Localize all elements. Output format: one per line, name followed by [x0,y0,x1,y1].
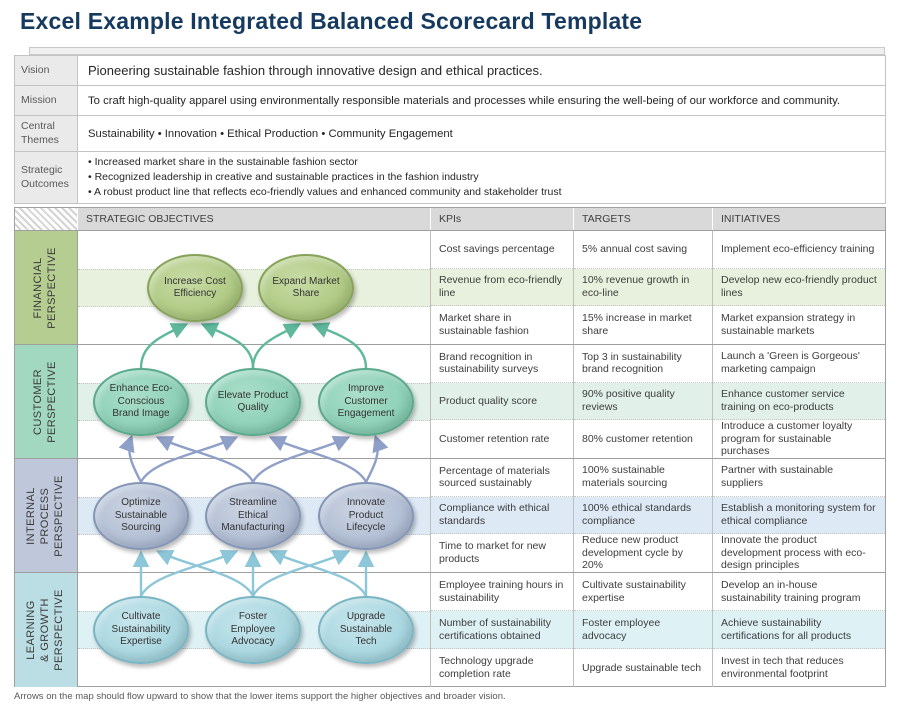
kpi-cell: Market share in sustainable fashion [439,312,529,338]
target-column-customer: Top 3 in sustainability brand recognitio… [574,345,713,458]
outcome-bullet: • Increased market share in the sustaina… [88,156,358,169]
sidebar-financial: FINANCIAL PERSPECTIVE [15,231,78,344]
target-column-learning-growth: Cultivate sustainability expertise Foste… [574,573,713,687]
initiative-cell: Develop an in-house sustainability train… [713,573,885,611]
sidebar-internal-process: INTERNAL PROCESS PERSPECTIVE [15,459,78,572]
initiative-cell: Invest in tech that reduces environmenta… [721,655,844,680]
sidebar-customer-label: CUSTOMER PERSPECTIVE [32,360,58,443]
kpi-cell: Technology upgrade completion rate [439,655,534,680]
initiative-column-learning-growth: Develop an in-house sustainability train… [713,573,885,687]
vision-row: Vision Pioneering sustainable fashion th… [15,56,885,86]
outcome-bullet: • Recognized leadership in creative and … [88,171,479,184]
scorecard-table: STRATEGIC OBJECTIVES KPIs TARGETS INITIA… [14,207,886,687]
map-cell-internal-process [78,459,431,572]
band-customer [78,383,430,421]
sidebar-learning-growth-label: LEARNING & GROWTH PERSPECTIVE [25,589,65,671]
kpi-column-customer: Brand recognition in sustainability surv… [431,345,574,458]
header-kpis: KPIs [431,208,574,230]
central-themes-row: Central Themes Sustainability • Innovati… [15,116,885,152]
target-cell: Foster employee advocacy [574,611,712,649]
band-learning-growth [78,611,430,649]
kpi-cell: Time to market for new products [439,540,546,566]
initiative-cell: Partner with sustainable suppliers [713,459,885,497]
map-cell-financial [78,231,431,344]
header-targets: TARGETS [574,208,713,230]
initiative-cell: Establish a monitoring system for ethica… [713,496,885,534]
kpi-column-internal-process: Percentage of materials sourced sustaina… [431,459,574,572]
kpi-cell: Brand recognition in sustainability surv… [431,345,573,383]
header-initiatives: INITIATIVES [721,213,781,225]
sidebar-learning-growth: LEARNING & GROWTH PERSPECTIVE [15,573,78,687]
target-cell: Cultivate sustainability expertise [574,573,712,611]
sidebar-customer: CUSTOMER PERSPECTIVE [15,345,78,458]
top-divider-strip [29,47,885,55]
footnote: Arrows on the map should flow upward to … [14,691,506,702]
kpi-cell: Product quality score [431,382,573,421]
section-learning-growth: LEARNING & GROWTH PERSPECTIVE Employee t… [15,573,885,687]
kpi-cell: Cost savings percentage [431,231,573,269]
initiative-cell: Develop new eco-friendly product lines [713,268,885,307]
map-cell-customer [78,345,431,458]
initiative-cell: Implement eco-efficiency training [713,231,885,269]
mission-row: Mission To craft high-quality apparel us… [15,86,885,116]
target-cell: 80% customer retention [582,432,693,445]
kpi-cell: Customer retention rate [439,432,550,445]
target-cell: 15% increase in market share [582,312,692,338]
kpi-column-learning-growth: Employee training hours in sustainabilit… [431,573,574,687]
target-cell: Reduce new product development cycle by … [582,533,683,572]
vision-label: Vision [15,56,78,85]
band-internal-process [78,497,430,535]
section-customer: CUSTOMER PERSPECTIVE Brand recognition i… [15,345,885,459]
mission-text: To craft high-quality apparel using envi… [88,94,841,107]
central-themes-label: Central Themes [15,116,78,151]
target-cell: 90% positive quality reviews [574,382,712,421]
strategic-outcomes-label: Strategic Outcomes [15,152,78,203]
initiative-column-internal-process: Partner with sustainable suppliers Estab… [713,459,885,572]
target-column-internal-process: 100% sustainable materials sourcing 100%… [574,459,713,572]
target-cell: 10% revenue growth in eco-line [574,268,712,307]
target-cell: Upgrade sustainable tech [582,661,702,674]
initiative-cell: Enhance customer service training on eco… [713,382,885,420]
initiative-cell: Launch a 'Green is Gorgeous' marketing c… [713,345,885,383]
kpi-cell: Employee training hours in sustainabilit… [431,573,573,611]
initiative-cell: Introduce a customer loyalty program for… [721,419,853,458]
kpi-cell: Compliance with ethical standards [431,496,573,535]
sidebar-internal-process-label: INTERNAL PROCESS PERSPECTIVE [25,474,65,557]
overview-table: Vision Pioneering sustainable fashion th… [14,55,886,204]
section-financial: FINANCIAL PERSPECTIVE Cost savings perce… [15,231,885,345]
header-strategic-objectives: STRATEGIC OBJECTIVES [78,208,431,230]
kpi-cell: Percentage of materials sourced sustaina… [431,459,573,497]
mission-label: Mission [15,86,78,115]
map-cell-learning-growth [78,573,431,687]
initiative-cell: Achieve sustainability certifications fo… [713,611,885,649]
target-cell: Top 3 in sustainability brand recognitio… [574,345,712,383]
scorecard-header-row: STRATEGIC OBJECTIVES KPIs TARGETS INITIA… [15,208,885,231]
page-title: Excel Example Integrated Balanced Scorec… [20,8,643,34]
corner-hatch-cell [15,208,78,230]
initiative-cell: Innovate the product development process… [721,533,866,572]
central-themes-text: Sustainability • Innovation • Ethical Pr… [88,127,453,140]
sidebar-financial-label: FINANCIAL PERSPECTIVE [32,246,58,329]
initiative-column-customer: Launch a 'Green is Gorgeous' marketing c… [713,345,885,458]
target-cell: 100% sustainable materials sourcing [574,459,712,497]
outcome-bullet: • A robust product line that reflects ec… [88,185,562,198]
target-cell: 100% ethical standards compliance [574,496,712,534]
initiative-column-financial: Implement eco-efficiency training Develo… [713,231,885,344]
target-column-financial: 5% annual cost saving 10% revenue growth… [574,231,713,344]
initiative-cell: Market expansion strategy in sustainable… [721,312,856,338]
kpi-cell: Revenue from eco-friendly line [431,268,573,307]
kpi-cell: Number of sustainability certifications … [431,611,573,649]
section-internal-process: INTERNAL PROCESS PERSPECTIVE Percentage … [15,459,885,573]
strategic-outcomes-row: Strategic Outcomes • Increased market sh… [15,152,885,203]
scorecard-body: FINANCIAL PERSPECTIVE Cost savings perce… [15,231,885,687]
target-cell: 5% annual cost saving [574,231,712,269]
kpi-column-financial: Cost savings percentage Revenue from eco… [431,231,574,344]
vision-text: Pioneering sustainable fashion through i… [88,63,543,78]
band-financial [78,269,430,307]
